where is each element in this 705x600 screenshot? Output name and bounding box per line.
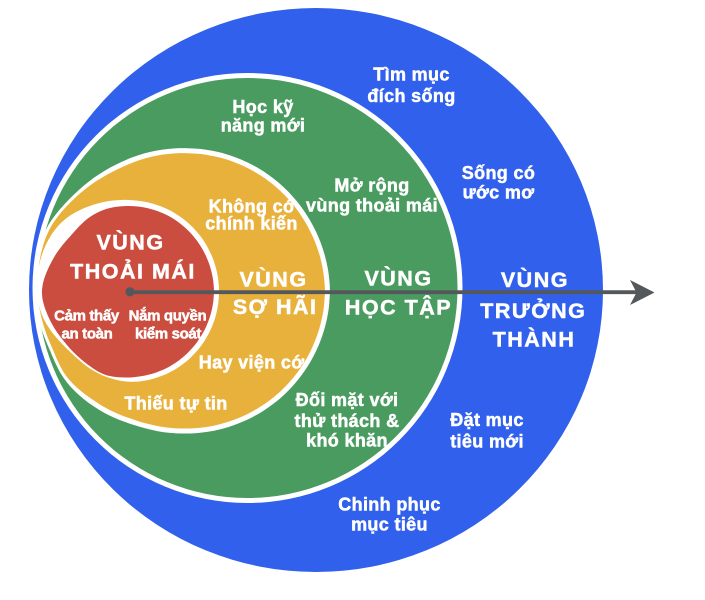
svg-text:Tìm mục: Tìm mục — [373, 64, 449, 84]
svg-text:Cảm thấy: Cảm thấy — [54, 308, 120, 325]
svg-text:Sống có: Sống có — [462, 163, 535, 183]
svg-text:kiểm soát: kiểm soát — [135, 326, 201, 343]
svg-text:THOẢI MÁI: THOẢI MÁI — [70, 258, 196, 283]
svg-text:VÙNG: VÙNG — [364, 266, 432, 291]
svg-text:vùng thoải mái: vùng thoải mái — [306, 196, 438, 216]
svg-text:Thiếu tự tin: Thiếu tự tin — [124, 394, 227, 414]
svg-text:năng mới: năng mới — [221, 115, 306, 135]
svg-text:tiêu mới: tiêu mới — [450, 432, 524, 452]
svg-text:VÙNG: VÙNG — [501, 267, 569, 292]
svg-text:Hay viện cớ: Hay viện cớ — [199, 353, 305, 373]
svg-text:Học kỹ: Học kỹ — [232, 97, 293, 117]
svg-text:Đối mặt với: Đối mặt với — [296, 390, 399, 410]
svg-text:THÀNH: THÀNH — [493, 327, 576, 352]
svg-text:Đặt mục: Đặt mục — [450, 410, 523, 430]
svg-text:Chinh phục: Chinh phục — [338, 495, 440, 515]
svg-text:thử thách &: thử thách & — [295, 411, 400, 431]
svg-text:khó khăn: khó khăn — [306, 431, 388, 451]
svg-text:VÙNG: VÙNG — [96, 230, 164, 255]
svg-text:mục tiêu: mục tiêu — [351, 515, 428, 535]
svg-text:HỌC TẬP: HỌC TẬP — [345, 295, 452, 320]
svg-text:ước mơ: ước mơ — [463, 182, 535, 202]
svg-text:chính kiến: chính kiến — [205, 213, 298, 233]
svg-text:Không có: Không có — [209, 197, 295, 217]
svg-text:Mở rộng: Mở rộng — [334, 175, 409, 195]
svg-text:đích sống: đích sống — [367, 86, 455, 106]
svg-text:an toàn: an toàn — [62, 326, 113, 343]
svg-text:SỢ HÃI: SỢ HÃI — [233, 294, 318, 319]
svg-text:VÙNG: VÙNG — [239, 266, 307, 291]
svg-text:TRƯỞNG: TRƯỞNG — [480, 298, 586, 323]
svg-text:Nắm quyền: Nắm quyền — [129, 307, 207, 325]
